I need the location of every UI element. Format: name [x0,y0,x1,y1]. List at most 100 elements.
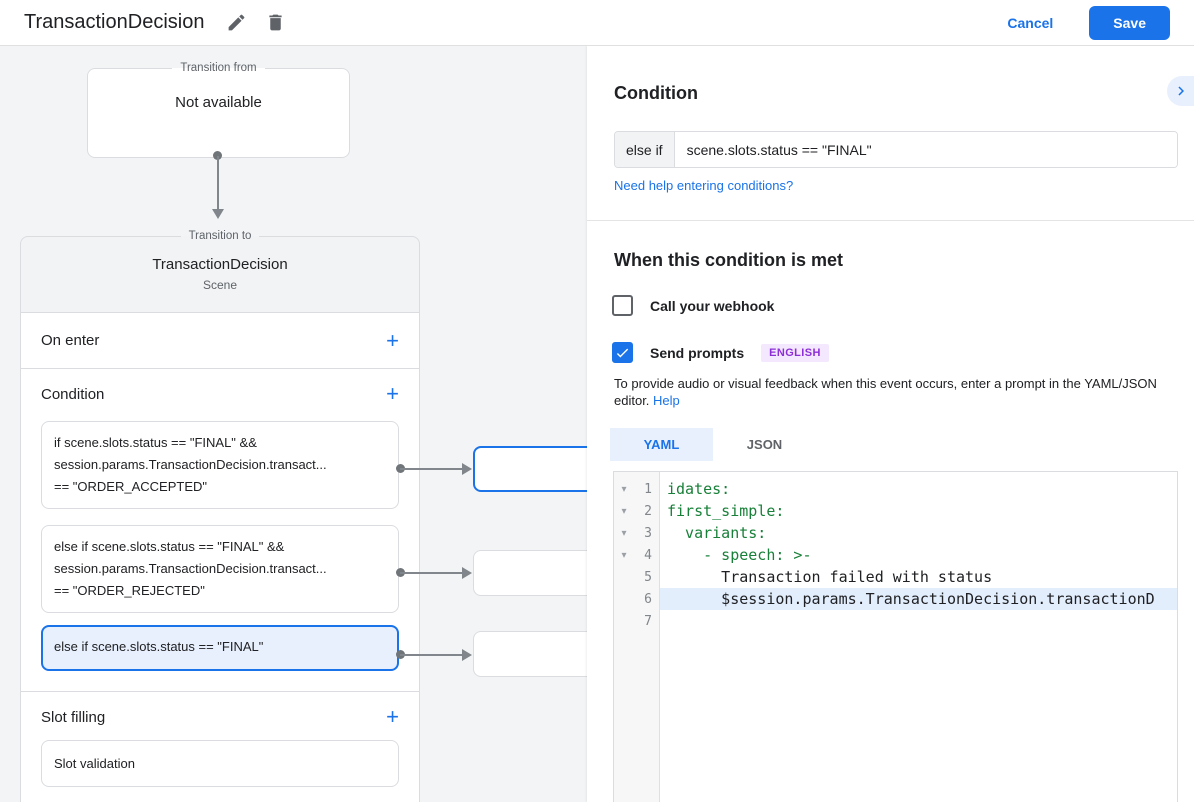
panel-divider [587,220,1194,221]
condition-text-line: == "ORDER_REJECTED" [54,583,205,598]
call-webhook-row[interactable]: Call your webhook [612,295,774,316]
prompt-node-box[interactable] [473,446,603,492]
connector-arrowhead-icon [462,567,472,579]
line-number: 7 [644,613,652,629]
webhook-checkbox[interactable] [612,295,633,316]
condition-input-group: else if [614,131,1178,168]
condition-text-line: else if scene.slots.status == "FINAL" [54,639,264,654]
line-number: 1 [644,481,652,497]
line-number: 6 [644,591,652,607]
code-line: ▾3 variants: [614,522,1177,544]
condition-text-line: else if scene.slots.status == "FINAL" && [54,539,285,554]
tab-yaml[interactable]: YAML [610,428,713,461]
trash-icon [269,14,283,31]
condition-text-line: if scene.slots.status == "FINAL" && [54,435,257,450]
code-text[interactable]: idates: [667,480,731,498]
code-line: 7 [614,610,1177,632]
checkmark-icon [616,348,629,358]
connector-dot [213,151,222,160]
topbar: TransactionDecision Cancel Save [0,0,1194,46]
connector-line [217,156,219,209]
prompt-node-box[interactable] [473,631,603,677]
condition-text-line: session.params.TransactionDecision.trans… [54,457,327,472]
help-link[interactable]: Help [653,393,680,408]
condition-card-selected[interactable]: else if scene.slots.status == "FINAL" [41,625,399,671]
slot-filling-section: Slot filling + Slot validation [21,692,419,802]
add-on-enter-button[interactable]: + [386,327,399,353]
gutter-cell: 6 [614,588,660,610]
condition-text-line: == "ORDER_ACCEPTED" [54,479,207,494]
connector-arrowhead-icon [212,209,224,219]
tab-json[interactable]: JSON [713,428,816,461]
code-text[interactable]: $session.params.TransactionDecision.tran… [660,588,1177,610]
fold-arrow-icon[interactable]: ▾ [621,527,627,539]
line-number: 4 [644,547,652,563]
fold-arrow-icon[interactable]: ▾ [621,505,627,517]
cancel-button[interactable]: Cancel [1007,14,1054,31]
condition-section: Condition + if scene.slots.status == "FI… [21,369,419,692]
code-text[interactable]: variants: [667,524,767,542]
language-badge: ENGLISH [761,343,829,362]
line-number: 2 [644,503,652,519]
gutter-cell: ▾1 [614,478,660,500]
connector-arrowhead-icon [462,649,472,661]
scene-name: TransactionDecision [152,256,288,273]
pencil-icon [229,14,245,31]
gutter-cell: 5 [614,566,660,588]
webhook-label: Call your webhook [650,297,775,314]
fold-arrow-icon[interactable]: ▾ [621,549,627,561]
send-prompts-checkbox[interactable] [612,342,633,363]
on-enter-label: On enter [41,332,100,349]
connector-line [400,468,462,470]
send-prompts-label: Send prompts [650,344,745,361]
gutter-cell: ▾4 [614,544,660,566]
transition-from-legend: Transition from [180,62,257,74]
on-enter-section: On enter + [21,313,419,369]
chevron-right-icon [1177,86,1184,96]
code-line: 6 $session.params.TransactionDecision.tr… [614,588,1177,610]
condition-card[interactable]: else if scene.slots.status == "FINAL" &&… [41,525,399,613]
gutter-cell: ▾3 [614,522,660,544]
prompt-node-box[interactable] [473,550,603,596]
transition-from-name: Not available [175,94,262,111]
delete-scene-button[interactable] [261,8,290,37]
gutter-cell: ▾2 [614,500,660,522]
condition-detail-panel: Condition else if Need help entering con… [587,46,1194,802]
scene-type-label: Scene [202,278,238,292]
code-text[interactable]: Transaction failed with status [667,568,993,586]
save-button[interactable]: Save [1089,5,1170,40]
condition-expression-input[interactable] [674,132,1177,167]
transition-to-card: Transition to TransactionDecision Scene … [20,230,420,802]
line-number: 3 [644,525,652,541]
prompt-description: To provide audio or visual feedback when… [614,375,1180,409]
prompt-description-text: To provide audio or visual feedback when… [614,376,1157,408]
transition-from-box: Transition from Not available [87,62,350,158]
add-slot-button[interactable]: + [386,704,399,729]
send-prompts-row[interactable]: Send prompts ENGLISH [612,342,829,363]
add-condition-button[interactable]: + [386,381,399,406]
connector-line [400,654,462,656]
code-text[interactable]: first_simple: [667,502,785,520]
condition-card[interactable]: if scene.slots.status == "FINAL" && sess… [41,421,399,509]
editor-gutter [614,472,660,802]
edit-title-button[interactable] [222,8,251,37]
code-line: 5 Transaction failed with status [614,566,1177,588]
scene-header: TransactionDecision Scene [21,242,419,313]
slot-validation-card[interactable]: Slot validation [41,740,399,787]
connector-arrowhead-icon [462,463,472,475]
collapse-panel-button[interactable] [1167,76,1194,106]
gutter-cell: 7 [614,610,660,632]
slot-filling-label: Slot filling [41,708,106,726]
conditions-help-link[interactable]: Need help entering conditions? [614,178,794,193]
editor-tabs: YAML JSON [610,428,816,461]
code-line: ▾4 - speech: >- [614,544,1177,566]
fold-arrow-icon[interactable]: ▾ [621,483,627,495]
when-met-heading: When this condition is met [614,250,843,270]
code-text[interactable]: - speech: >- [667,546,812,564]
condition-prefix: else if [615,132,675,167]
